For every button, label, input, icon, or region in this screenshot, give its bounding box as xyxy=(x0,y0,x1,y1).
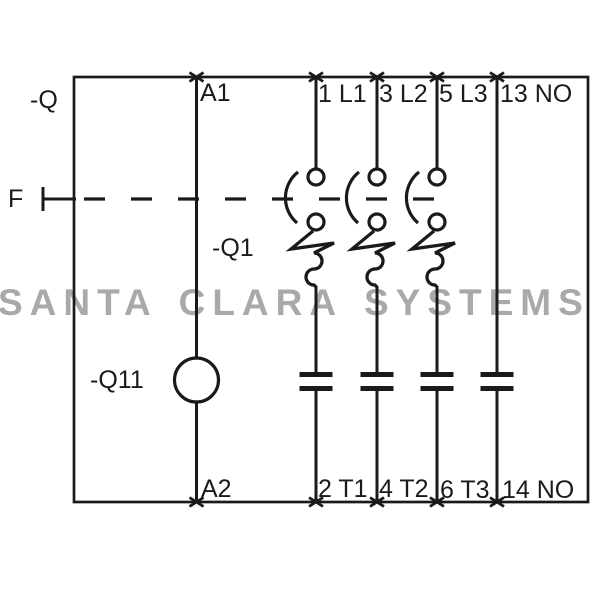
pole-2-top-terminal-label: 3 L2 xyxy=(379,80,428,108)
overload-ref-label: -Q1 xyxy=(212,234,254,262)
coil-branch xyxy=(172,77,221,502)
trip-linkage xyxy=(41,187,440,211)
pole-3-top-terminal-label: 5 L3 xyxy=(439,80,488,108)
pole-4-top-terminal-label: 13 NO xyxy=(500,80,573,108)
pole-2-breaker-contact xyxy=(346,77,395,502)
pole-3-breaker-contact xyxy=(406,77,455,502)
pole-2-bottom-terminal-label: 4 T2 xyxy=(379,475,429,503)
pole-3-bottom-terminal-label: 6 T3 xyxy=(440,476,490,504)
watermark-text: SANTA CLARA SYSTEMS xyxy=(0,282,590,323)
breaker-ref-label: -Q xyxy=(30,86,58,114)
coil-terminal-a1-label: A1 xyxy=(200,79,231,107)
pole-1-breaker-contact xyxy=(285,77,334,502)
coil-terminal-a2-label: A2 xyxy=(201,475,232,503)
pole-4-aux-contact xyxy=(481,77,514,502)
trip-ref-label: F xyxy=(8,185,24,213)
pole-4-bottom-terminal-label: 14 NO xyxy=(502,476,575,504)
enclosure-frame xyxy=(72,75,590,504)
pole-1-top-terminal-label: 1 L1 xyxy=(318,80,367,108)
coil-circle-symbol xyxy=(172,356,221,404)
pole-1-bottom-terminal-label: 2 T1 xyxy=(318,475,368,503)
coil-ref-label: -Q11 xyxy=(90,366,144,394)
